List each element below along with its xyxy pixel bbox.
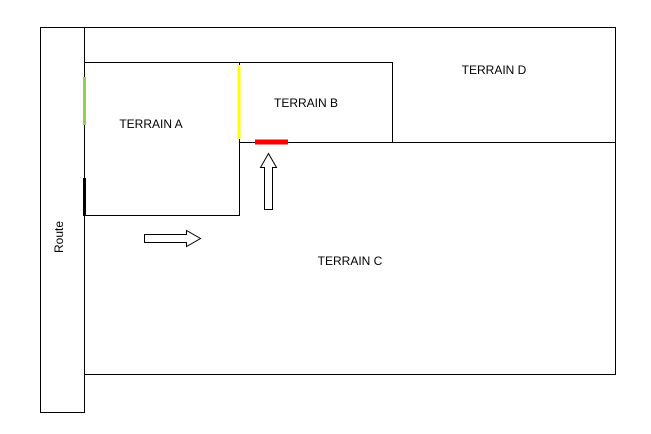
terrain-c-label: TERRAIN C	[318, 254, 383, 268]
arrow-right-icon	[144, 229, 202, 248]
terrain-b-outline	[239, 62, 393, 143]
road-label: Route	[52, 221, 66, 253]
arrow-up-icon	[259, 152, 278, 210]
terrain-a-outline	[84, 62, 240, 216]
terrain-b-label: TERRAIN B	[274, 96, 338, 110]
terrain-d-label: TERRAIN D	[462, 63, 527, 77]
road-strip	[40, 27, 85, 413]
terrain-c-outline	[84, 27, 616, 375]
terrain-a-label: TERRAIN A	[119, 117, 182, 131]
